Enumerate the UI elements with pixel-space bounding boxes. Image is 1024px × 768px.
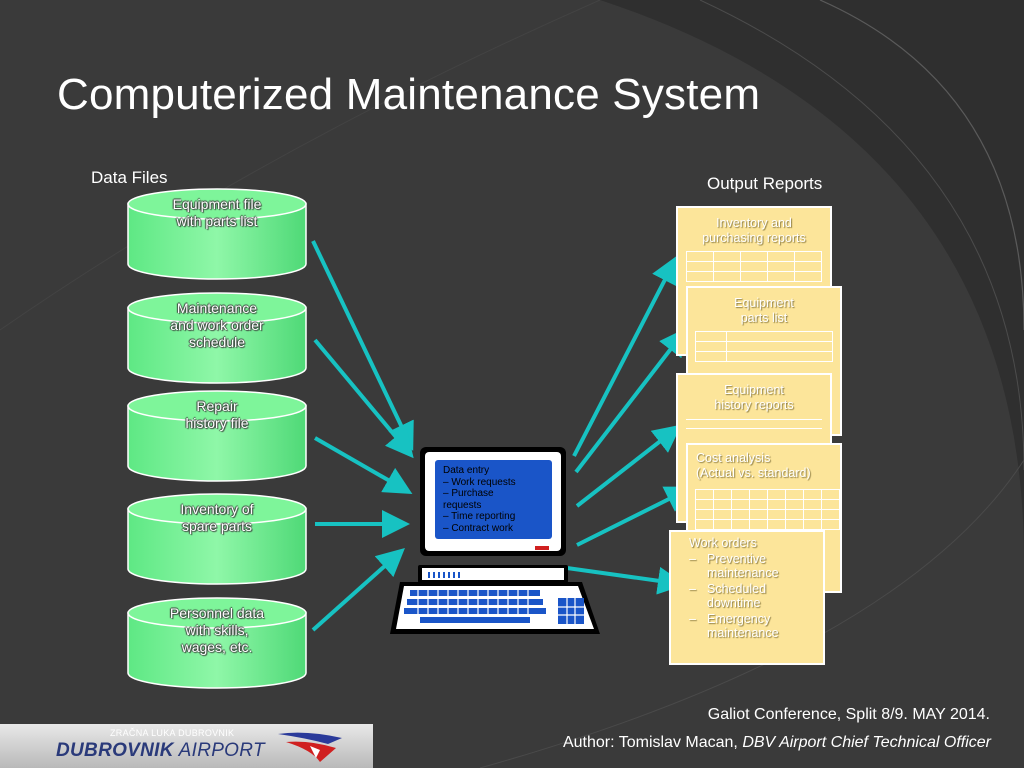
report-work-orders: Work ordersPreventivemaintenanceSchedule… [669, 530, 825, 665]
data-file-label-line: history file [185, 415, 249, 431]
report-label-line: Equipment [734, 296, 794, 310]
work-order-item: maintenance [707, 626, 779, 640]
work-order-item: downtime [707, 596, 761, 610]
data-file-label-line: schedule [188, 334, 246, 350]
work-orders-title: Work orders [689, 536, 757, 550]
data-file-label-line: Inventory of [180, 501, 254, 517]
screen-line: – Time reporting [443, 511, 516, 522]
data-file-label-line: Repair [196, 398, 238, 414]
data-file-label-line: and work order [170, 317, 264, 333]
conference-line: Galiot Conference, Split 8/9. MAY 2014. [707, 706, 990, 723]
work-order-item: Emergency [685, 612, 779, 626]
author-role: DBV Airport Chief Technical Officer [742, 734, 991, 751]
report-label-line: parts list [740, 311, 788, 325]
screen-line: requests [443, 499, 482, 511]
report-label-line: history reports [714, 398, 794, 412]
screen-line: Data entry [443, 465, 490, 476]
data-file-label-line: with skills, [185, 622, 249, 638]
work-order-item: Scheduled [685, 582, 779, 596]
data-file-label-line: spare parts [181, 518, 253, 534]
screen-line: – Purchase [443, 488, 494, 499]
author-line: Author: Tomislav Macan, DBV Airport Chie… [563, 734, 991, 752]
logo-text-b: AIRPORT [173, 740, 265, 761]
page-title: Computerized Maintenance System [57, 70, 761, 119]
screen-data-entry-text: Data entry– Work requests– Purchase requ… [443, 465, 516, 534]
data-files-label: Data Files [91, 168, 168, 187]
report-label: Cost analysis(Actual vs. standard) [696, 451, 848, 481]
history-lines [686, 419, 822, 426]
author-prefix: Author: Tomislav Macan, [562, 734, 743, 751]
data-file-label-line: wages, etc. [181, 639, 253, 655]
logo-text-a: DUBROVNIK [56, 740, 174, 761]
data-file-label-line: with parts list [176, 213, 258, 229]
report-label-line: (Actual vs. standard) [696, 466, 811, 480]
data-file-label-line: Equipment file [172, 196, 262, 212]
logo-small-text: ZRAČNA LUKA DUBROVNIK [110, 728, 235, 738]
output-reports-label: Output Reports [707, 174, 823, 193]
report-label-line: Equipment [724, 383, 784, 397]
work-order-item: maintenance [707, 566, 779, 580]
screen-line: – Work requests [443, 476, 516, 488]
report-label-line: Cost analysis [696, 451, 771, 465]
airport-logo: ZRAČNA LUKA DUBROVNIK DUBROVNIK AIRPORT [0, 724, 373, 768]
work-orders-list: Work ordersPreventivemaintenanceSchedule… [685, 536, 779, 640]
data-file-label-line: Personnel data [169, 605, 265, 621]
data-file-label-line: Maintenance [176, 300, 258, 316]
logo-big-text: DUBROVNIK AIRPORT [56, 740, 265, 762]
report-label-line: purchasing reports [702, 231, 806, 245]
screen-line: – Contract work [443, 522, 514, 534]
report-label-line: Inventory and [716, 216, 792, 230]
logo-wing-icon [278, 732, 342, 762]
work-order-item: Preventive [685, 552, 779, 566]
